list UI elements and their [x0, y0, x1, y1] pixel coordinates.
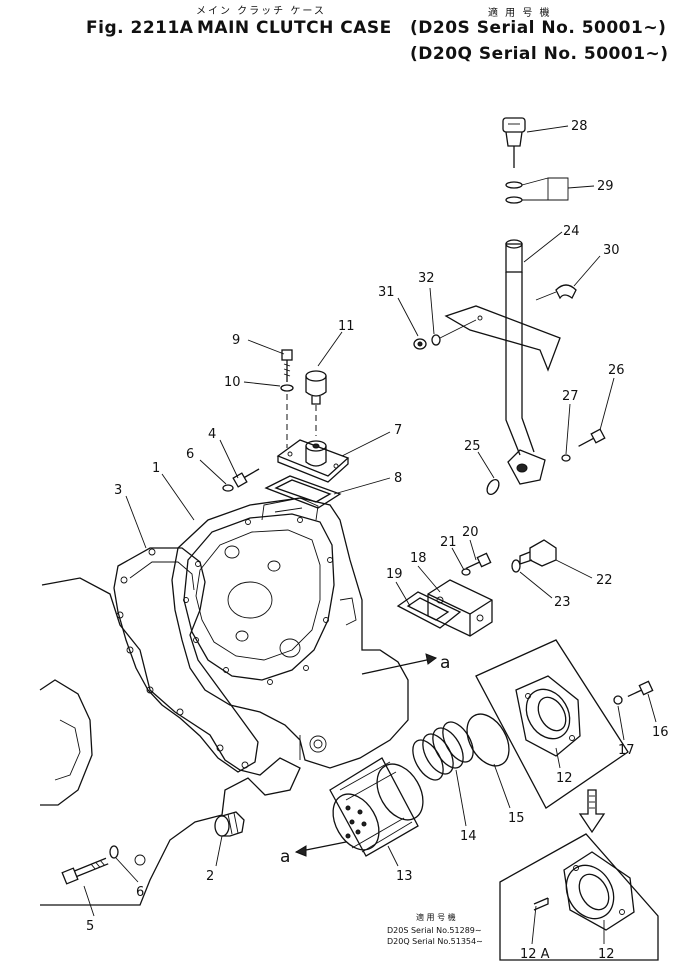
bolt-16	[627, 680, 654, 698]
washer-27	[561, 454, 571, 462]
inset-serial-line-1: D20S Serial No.51289∼	[387, 926, 482, 935]
callout-11: 11	[338, 319, 355, 334]
bolt-20	[465, 552, 492, 570]
callout-16: 16	[652, 725, 669, 740]
nut-31	[413, 338, 427, 350]
callout-numbers: 28 29 24 30 32 31 11 9 10 7 8 4 6 1 3 25…	[86, 119, 669, 962]
callout-28: 28	[571, 119, 588, 134]
o-ring-29-a	[505, 181, 523, 189]
callout-20: 20	[462, 525, 479, 540]
page-title: MAIN CLUTCH CASE	[197, 18, 392, 38]
callout-21: 21	[440, 535, 457, 550]
clamp-30	[535, 284, 577, 301]
callout-5: 5	[86, 919, 94, 934]
view-marker-a-lower: a	[280, 847, 290, 867]
breather-gasket-8	[264, 475, 342, 509]
gasket-3	[113, 547, 259, 773]
o-ring-15	[466, 713, 510, 767]
callout-6-lower: 6	[136, 885, 144, 900]
inset-applicable-kana: 適 用 号 機	[416, 912, 456, 922]
view-marker-a-upper: a	[440, 653, 450, 673]
callout-19: 19	[386, 567, 403, 582]
callout-8: 8	[394, 471, 402, 486]
cover-18	[427, 579, 493, 637]
inset-serial-note: 適 用 号 機 D20S Serial No.51289∼ D20Q Seria…	[387, 912, 483, 946]
figure-label: Fig. 2211A	[86, 18, 194, 38]
applicable-kana: 適 用 号 機	[488, 8, 552, 19]
bolt-26	[578, 428, 606, 447]
filter-13	[329, 757, 424, 857]
callout-1: 1	[152, 461, 160, 476]
gasket-19	[396, 591, 462, 629]
callout-2: 2	[206, 869, 214, 884]
bolt-4	[232, 468, 260, 488]
callout-25: 25	[464, 439, 481, 454]
callout-6-upper: 6	[186, 447, 194, 462]
callout-26: 26	[608, 363, 625, 378]
plug-22	[519, 539, 557, 567]
o-ring-25	[486, 478, 500, 496]
callout-12-upper: 12	[556, 771, 573, 786]
callout-3: 3	[114, 483, 122, 498]
o-ring-29-b	[505, 196, 523, 204]
callout-29: 29	[597, 179, 614, 194]
washer-6-upper	[222, 484, 234, 492]
callout-23: 23	[554, 595, 571, 610]
washer-6-lower	[109, 845, 119, 859]
breather-11	[305, 370, 327, 405]
spring-14	[412, 721, 474, 781]
callout-17: 17	[618, 743, 635, 758]
callout-14: 14	[460, 829, 477, 844]
parts-box-upper	[475, 639, 629, 809]
leader-lines	[83, 125, 657, 945]
callout-27: 27	[562, 389, 579, 404]
parts-box-lower	[499, 833, 659, 961]
breather-cover-7	[276, 439, 350, 483]
serial-line-2: (D20Q Serial No. 50001∼)	[410, 44, 669, 64]
filler-cap-28	[502, 117, 526, 168]
view-arrow-a-upper	[361, 653, 438, 675]
washer-21	[461, 568, 471, 576]
callout-32: 32	[418, 271, 435, 286]
callout-24: 24	[563, 224, 580, 239]
flywheel-housing	[39, 577, 301, 906]
inset-serial-line-2: D20Q Serial No.51354∼	[387, 937, 483, 946]
callout-10: 10	[224, 375, 241, 390]
callout-31: 31	[378, 285, 395, 300]
filler-pipe-24	[505, 239, 546, 485]
bolt-9	[281, 349, 293, 382]
washer-32	[431, 334, 441, 346]
callout-7: 7	[394, 423, 402, 438]
callout-4: 4	[208, 427, 216, 442]
callout-30: 30	[603, 243, 620, 258]
washer-10	[280, 384, 294, 392]
main-clutch-case	[171, 497, 409, 769]
view-arrow-a-lower	[294, 841, 347, 857]
callout-9: 9	[232, 333, 240, 348]
bracket-clamp	[444, 305, 561, 372]
callout-12-lower: 12	[598, 947, 615, 962]
callout-15: 15	[508, 811, 525, 826]
serial-line-1: (D20S Serial No. 50001∼)	[410, 18, 667, 38]
callout-18: 18	[410, 551, 427, 566]
down-arrow	[578, 789, 606, 834]
callout-13: 13	[396, 869, 413, 884]
kana-title: メイン クラッチ ケース	[196, 6, 326, 17]
bolt-5	[61, 857, 109, 885]
callout-22: 22	[596, 573, 613, 588]
callout-12a: 12 A	[520, 947, 550, 962]
o-ring-23	[511, 559, 521, 573]
washer-17	[613, 695, 623, 705]
